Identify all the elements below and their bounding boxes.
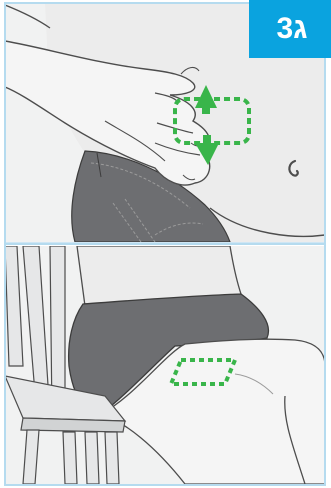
step-badge: 3ג <box>249 0 331 58</box>
thigh-panel <box>5 246 325 484</box>
thigh-illustration <box>5 246 325 484</box>
